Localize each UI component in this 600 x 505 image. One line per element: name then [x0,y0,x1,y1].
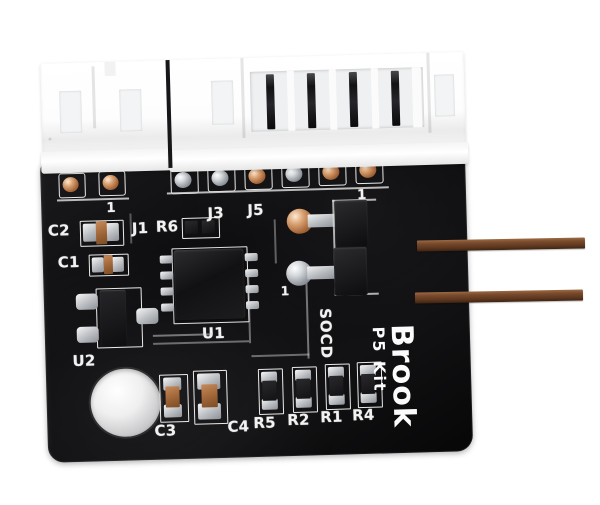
r1-label: R1 [319,407,343,427]
pin-header-leg-1 [416,237,586,252]
r6-label: R6 [155,217,179,236]
u1-pin [159,255,173,264]
c3-label: C3 [154,421,177,440]
r5-resistor [262,380,277,401]
u2-label: U2 [72,351,96,371]
pin-one-marker: 1 [106,199,117,217]
r2-resistor [296,378,311,399]
pcb-trace [129,213,133,244]
u2-pad-2 [76,326,100,344]
c1-pad-right [111,256,125,273]
connector-divider [411,67,423,128]
jst-connector-left [40,60,176,182]
pin-header-leg-2 [414,289,584,304]
pcb-trace [273,219,277,264]
u1-pin [160,287,174,296]
u1-chip [173,248,246,321]
c4-label: C4 [227,417,250,436]
connector-base [40,148,176,174]
mounting-hole [89,367,162,438]
u1-pin [244,252,258,262]
pin-one-marker: 1 [280,283,290,299]
c1-label: C1 [57,252,80,272]
u2-transistor [99,289,128,347]
silk-line [166,186,389,195]
brand-name-label: Brook [383,323,422,429]
socd-header-body-2 [333,246,368,296]
socd-label: SOCD [316,307,336,360]
j5-label: J5 [247,200,265,220]
j3-label: J3 [207,203,225,223]
connector-slot [59,90,83,134]
r5-label: R5 [253,413,276,433]
u2-pad-1 [75,293,99,311]
c2-label: C2 [47,221,70,240]
u2-pad-3 [136,307,159,325]
pcb-board: 1 1 1 1 C2 C1 J1 R6 U2 [39,144,474,463]
r1-resistor [329,375,344,396]
u1-pin [160,303,175,312]
c2-capacitor [95,221,108,245]
jst-connector-right [168,51,469,180]
pcb-trace [153,340,250,345]
c4-capacitor [201,384,218,408]
connector-pin [306,73,317,129]
j1-label: J1 [131,218,149,238]
pcb-trace [251,353,310,358]
connector-slot [119,89,143,132]
connector-pin [348,71,359,128]
u1-pin [160,271,174,280]
r6-resistor-a [184,220,199,234]
r4-label: R4 [351,405,375,425]
connector-dot [48,137,52,141]
connector-pin [265,74,276,130]
r2-label: R2 [287,410,310,430]
connector-notch [104,61,116,77]
c1-pad-left [91,257,105,273]
socd-header-body-1 [334,199,369,247]
c3-capacitor [165,386,180,408]
connector-slot [210,80,235,125]
connector-pin [390,70,401,126]
connector-slot [433,74,456,117]
c1-capacitor [103,254,114,275]
